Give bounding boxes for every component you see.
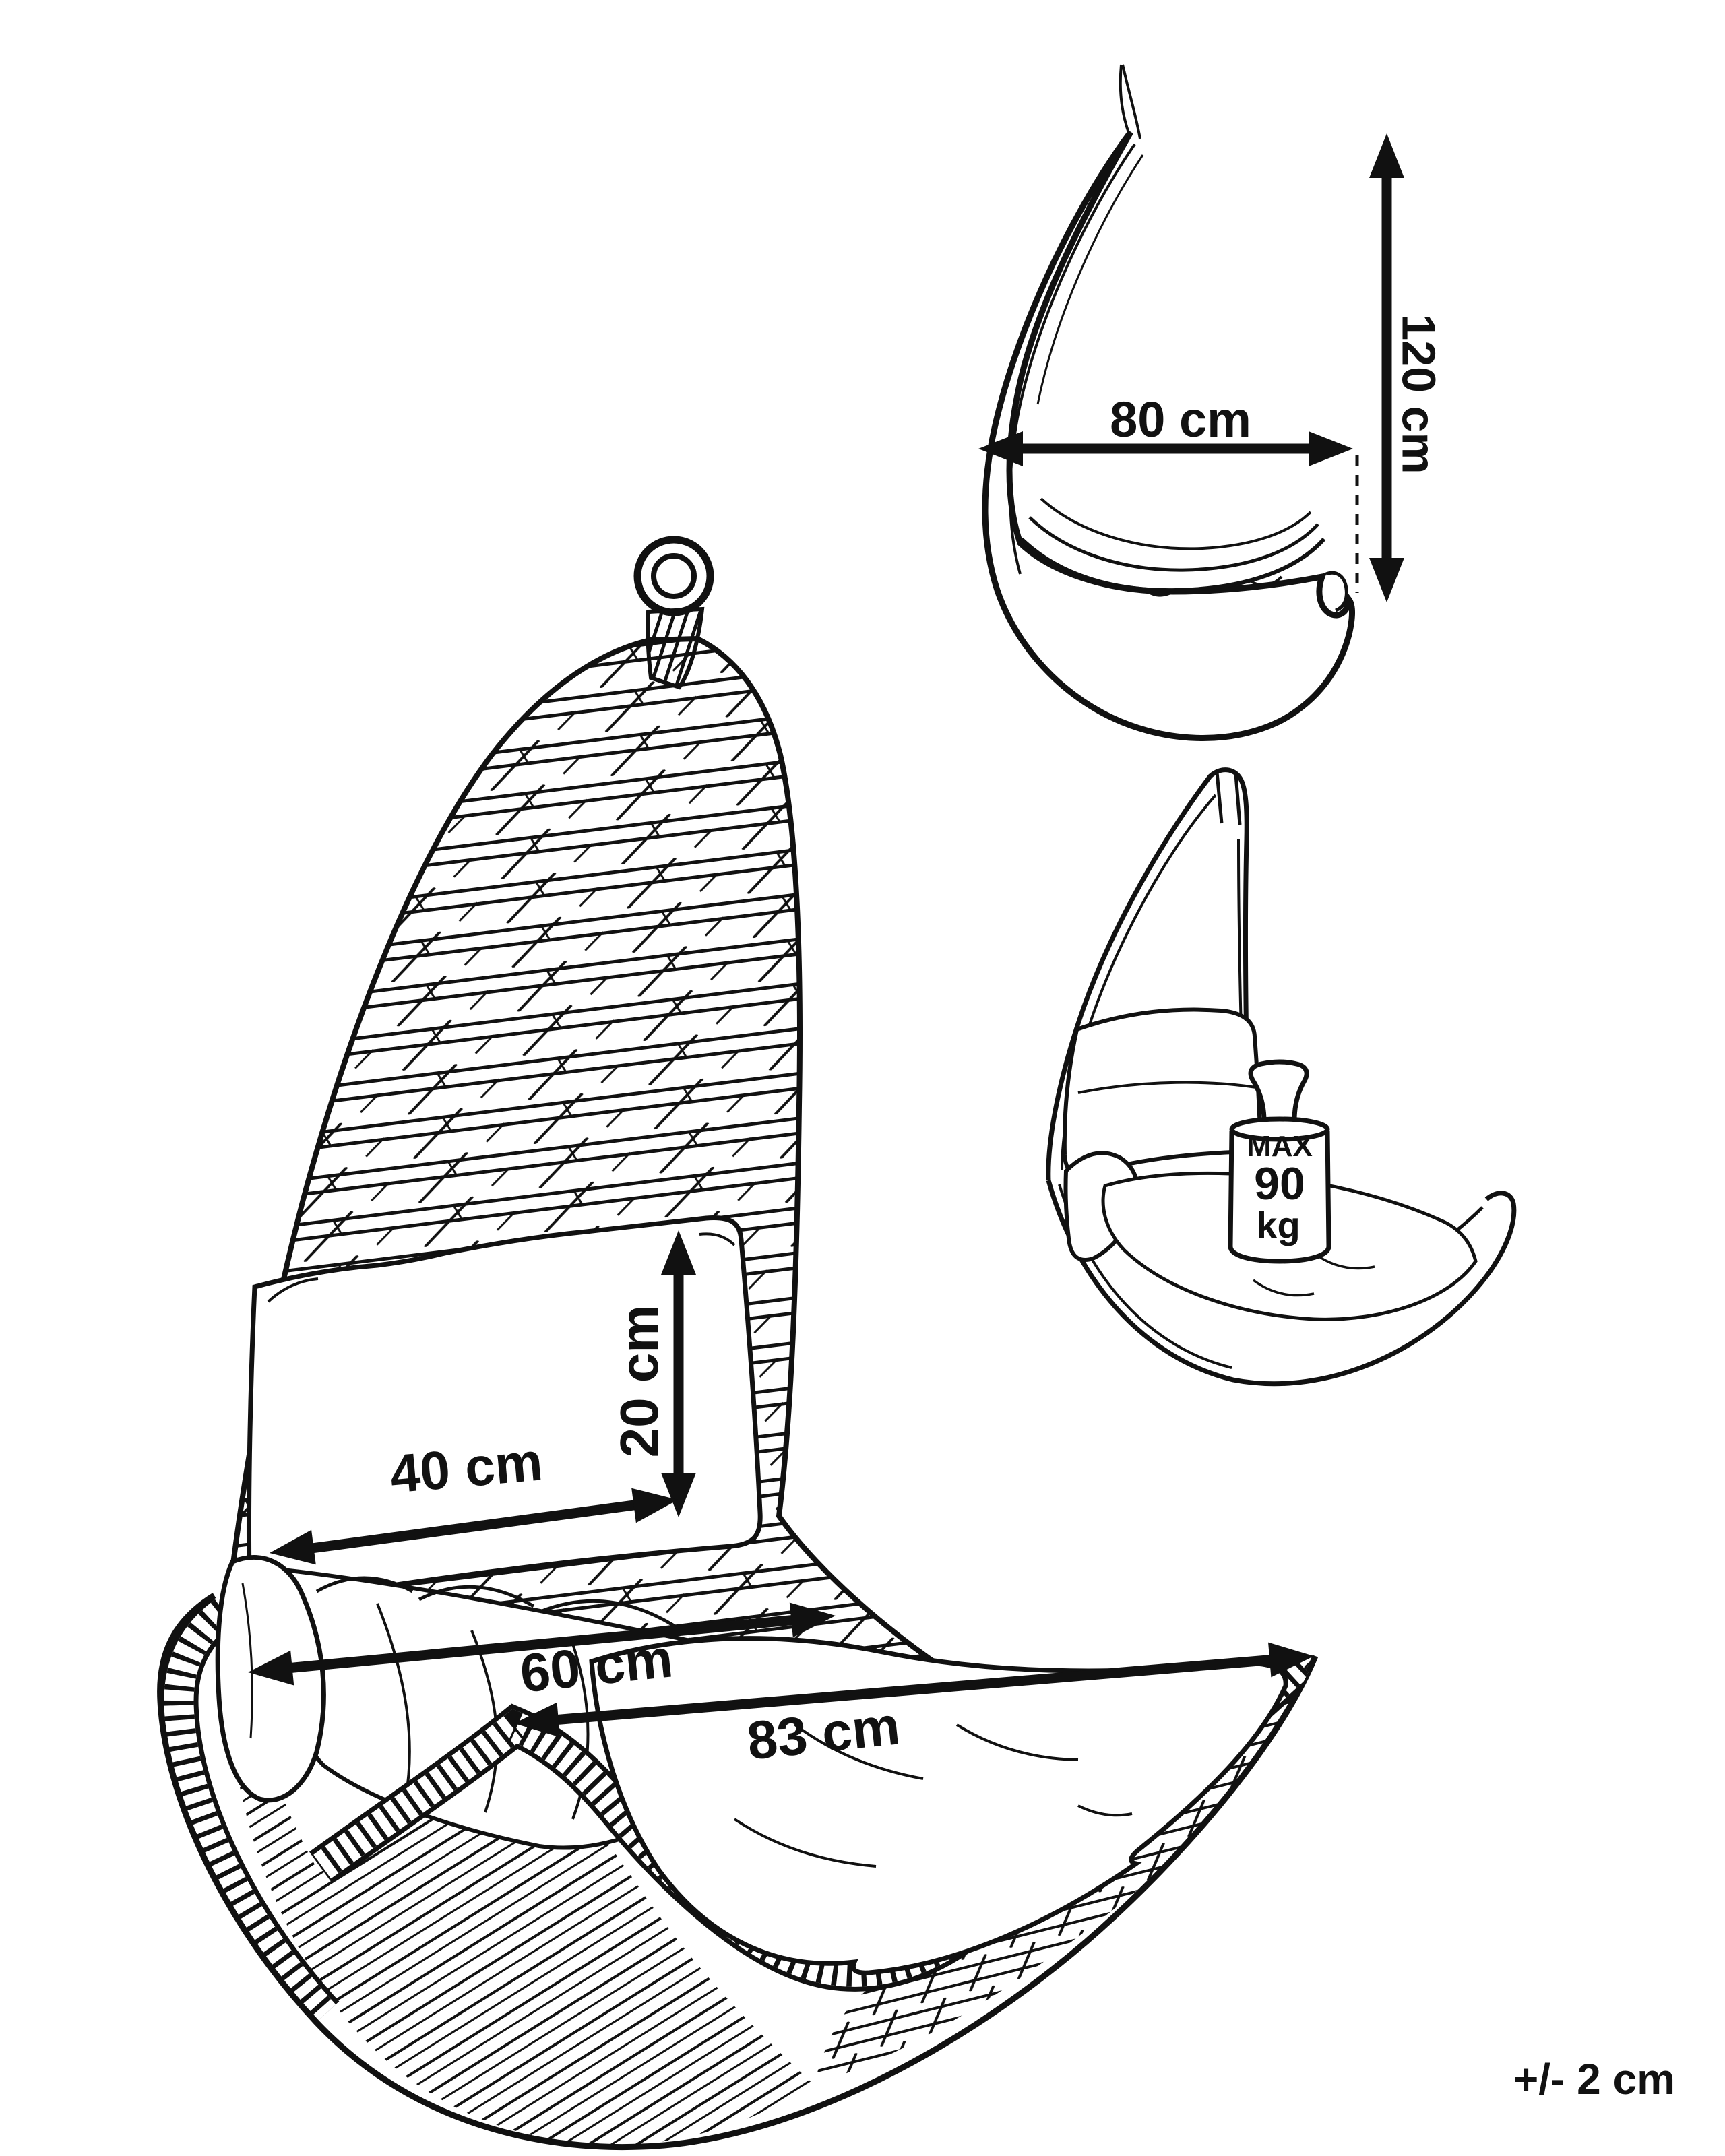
dim-backrest-width: 40 cm	[270, 1431, 678, 1565]
dim-height-label: 120 cm	[1393, 314, 1445, 474]
bowl-cushion-squiggle-1	[794, 1723, 924, 1780]
weight-max-unit: kg	[1256, 1204, 1300, 1246]
max-load-view: MAX 90 kg	[1046, 767, 1517, 1387]
side-cushion-mid	[1028, 516, 1319, 572]
cushion-seam-3	[571, 1643, 590, 1820]
dim-backrest-height-label: 20 cm	[609, 1305, 669, 1458]
bowl-cushion-squiggle-4	[1077, 1804, 1133, 1817]
left-rim-band	[160, 1595, 340, 2028]
hanging-ring	[633, 536, 714, 690]
cushion-seam-1	[376, 1603, 411, 1806]
side-scallop-2	[1249, 575, 1283, 587]
load-back-cushion-seam	[1077, 1081, 1257, 1094]
load-chair-left-edge	[1046, 767, 1249, 1181]
bowl-fan-weave	[228, 1664, 814, 2146]
dim-depth-label: 80 cm	[1110, 391, 1251, 447]
load-bowl-cushion-squiggle-2	[1252, 1279, 1315, 1297]
scallop-2	[418, 1585, 535, 1608]
dim-depth: 80 cm	[978, 391, 1359, 593]
ring-inner	[651, 553, 697, 599]
scallop-1	[315, 1576, 414, 1593]
backrest-wrinkle-right	[699, 1232, 736, 1246]
bowl-seat-cushion-shape	[589, 1636, 1288, 1975]
main-front-view: 20 cm 40 cm 60 cm 83 cm	[157, 536, 1319, 2151]
side-scallop-1	[1144, 588, 1179, 597]
weight-cylinder	[1228, 1130, 1331, 1264]
side-cushion-back	[1040, 497, 1312, 550]
bowl-outer-outline	[157, 1593, 1319, 2151]
max-load-weight-icon: MAX 90 kg	[1228, 1059, 1331, 1264]
tolerance-note: +/- 2 cm	[1513, 2055, 1675, 2103]
weight-max-value: 90	[1254, 1158, 1305, 1209]
side-needle	[1119, 64, 1131, 135]
bowl-cushion-squiggle-3	[733, 1818, 877, 1868]
load-collar-1	[1215, 771, 1224, 824]
side-inner-spine-2	[1036, 154, 1144, 405]
scallop-3	[540, 1599, 677, 1628]
ring-wrap	[646, 606, 705, 690]
weight-max-label: MAX	[1247, 1130, 1313, 1163]
dim-height: 120 cm	[1369, 133, 1445, 602]
side-needle-2	[1121, 64, 1141, 139]
bowl-cushion-squiggle-2	[955, 1723, 1079, 1761]
bowl-seat-cushion	[589, 1636, 1288, 1975]
side-inner-spine	[1009, 143, 1136, 575]
side-curl-detail	[1325, 571, 1348, 612]
weight-knob	[1248, 1059, 1309, 1122]
load-collar-2	[1234, 773, 1242, 825]
dim-backrest-height: 20 cm	[609, 1230, 696, 1517]
pillow-crease	[241, 1583, 253, 1739]
weight-cylinder-top	[1229, 1116, 1330, 1142]
backrest-wrinkle-left	[267, 1277, 319, 1303]
side-profile-view: 80 cm 120 cm	[978, 64, 1445, 741]
dim-backrest-width-label: 40 cm	[387, 1431, 545, 1504]
